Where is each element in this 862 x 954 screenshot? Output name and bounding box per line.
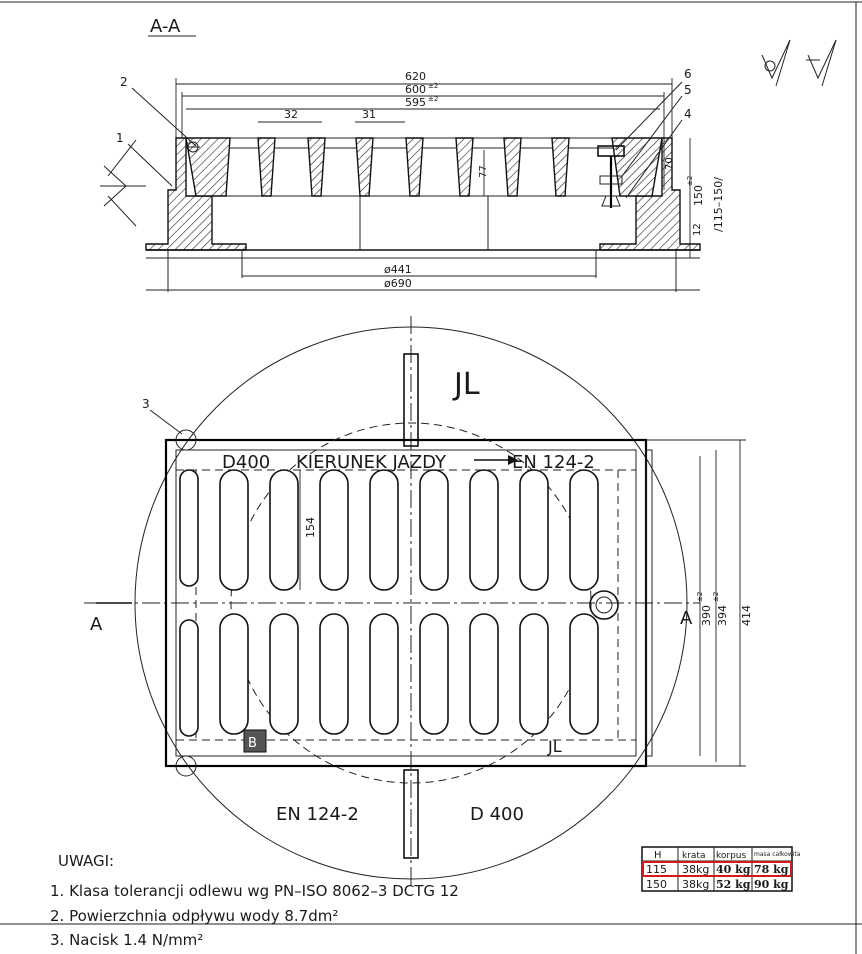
plan-direction-label: KIERUNEK JAZDY [296, 452, 447, 473]
dim-595-tolerance: ±2 [428, 95, 438, 103]
plan-bottom-left-label: EN 124-2 [276, 804, 359, 825]
section-view: A-A 620 600 ±2 595 ±2 32 [100, 16, 837, 292]
dim-394: 394 [716, 605, 729, 626]
plan-class-label: D400 [222, 452, 270, 473]
note-2: 2. Powierzchnia odpływu wody 8.7dm² [50, 907, 338, 925]
section-cut-symbol [100, 139, 146, 227]
dim-414: 414 [740, 605, 753, 626]
table-row-2-h: 150 [646, 878, 667, 891]
section-mark-right: A [680, 608, 693, 629]
table-row-2-krata: 38kg [682, 878, 709, 891]
table-header-masa: masa całkowita [754, 851, 801, 858]
dim-32: 32 [284, 108, 298, 121]
svg-text:B: B [248, 736, 257, 751]
callout-6: 6 [684, 67, 692, 81]
table-row-1-h: 115 [646, 863, 667, 876]
table-header-krata: krata [682, 851, 705, 861]
dim-150: 150 [692, 185, 705, 206]
note-3: 3. Nacisk 1.4 N/mm² [50, 931, 203, 949]
roughness-symbol [761, 39, 837, 87]
table-row-1-korpus: 40 kg [716, 863, 751, 876]
lower-slots [179, 613, 599, 737]
dim-phi690: ø690 [384, 277, 412, 290]
manufacturer-logo [243, 729, 267, 753]
mass-table: H krata korpus masa całkowita 115 38kg 4… [641, 846, 801, 892]
table-row-1-masa: 78 kg [754, 863, 789, 876]
frame-section [145, 137, 701, 292]
dim-12: 12 [692, 223, 703, 236]
section-side-dimensions: 70 12 150 ±2 /115–150/ [663, 138, 725, 258]
marking-jl-top: JL [452, 367, 480, 402]
dim-390: 390 [700, 605, 713, 626]
callout-3: 3 [142, 397, 150, 411]
section-callouts: 2 1 6 5 4 [116, 67, 692, 199]
plan-view: JL [84, 316, 753, 888]
plan-standard-label: EN 124-2 [512, 452, 595, 473]
table-header-korpus: korpus [716, 851, 747, 861]
marking-jl-inner: JL [547, 737, 562, 756]
dim-phi441: ø441 [384, 263, 412, 276]
callout-2: 2 [120, 75, 128, 89]
section-top-dimensions: 620 600 ±2 595 ±2 32 31 [175, 70, 673, 138]
dim-600: 600 [405, 83, 426, 96]
plan-bottom-right-label: D 400 [470, 804, 524, 825]
dim-394-tolerance: ±2 [712, 592, 720, 602]
callout-5: 5 [684, 83, 692, 97]
callout-4: 4 [684, 107, 692, 121]
table-row-1-krata: 38kg [682, 863, 709, 876]
dim-150-tolerance: ±2 [686, 176, 694, 186]
dim-77: 77 [478, 165, 489, 178]
table-row-highlight [642, 861, 792, 877]
notes: UWAGI: 1. Klasa tolerancji odlewu wg PN–… [0, 852, 862, 949]
grate-section: 77 [185, 137, 663, 208]
note-1: 1. Klasa tolerancji odlewu wg PN–ISO 806… [50, 882, 459, 900]
dim-600-tolerance: ±2 [428, 82, 438, 90]
section-title: A-A [150, 16, 181, 37]
upper-slots [179, 469, 599, 591]
dim-31: 31 [362, 108, 376, 121]
table-row-2-korpus: 52 kg [716, 878, 751, 891]
table-row-2-masa: 90 kg [754, 878, 789, 891]
table-header-h: H [654, 850, 662, 861]
dim-390-tolerance: ±2 [696, 592, 704, 602]
callout-1: 1 [116, 131, 124, 145]
bolt-hole [589, 590, 619, 620]
dim-154: 154 [304, 517, 317, 538]
dim-70: 70 [664, 157, 675, 170]
dim-620: 620 [405, 70, 426, 83]
notes-heading: UWAGI: [58, 852, 114, 870]
section-bottom-dimensions: ø441 ø690 [146, 263, 700, 291]
inner-opening-circle [230, 422, 592, 784]
dim-115-150: /115–150/ [712, 177, 725, 232]
dim-595: 595 [405, 96, 426, 109]
section-mark-left: A [90, 614, 103, 635]
